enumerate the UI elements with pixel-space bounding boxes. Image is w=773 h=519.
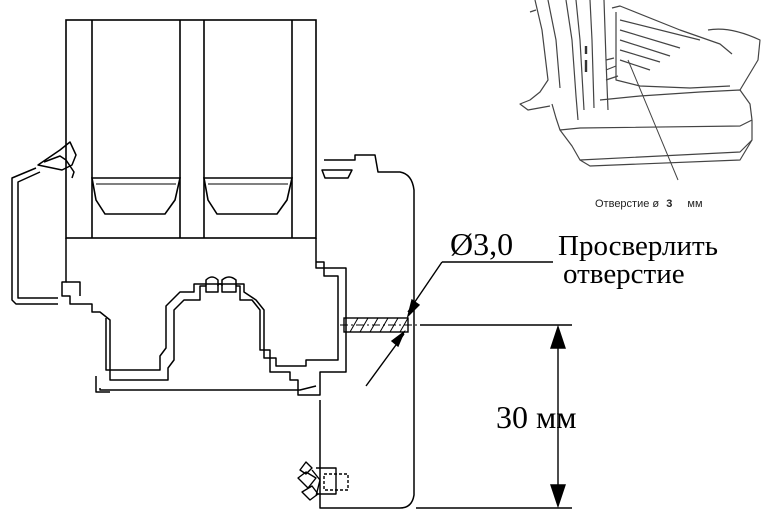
left-clip [11,141,77,305]
inset-illustration [519,0,761,181]
inset-label-value: 3 [666,198,672,210]
bottom-gasket [297,461,349,501]
inset-label-unit: мм [687,198,702,210]
diameter-label: Ø3,0 [450,226,513,262]
drilled-hole [340,317,430,333]
diameter-leader [365,261,553,387]
drill-instruction-line1: Просверлить [558,230,718,262]
inset-label-prefix: Отверстие ø [595,198,659,210]
dimension-30mm [416,324,572,509]
drill-instruction-line2: отверстие [563,258,685,290]
inset-hole-label: Отверстие ø 3 мм [595,198,703,210]
sash-profile-block [65,19,317,239]
frame-profile [61,154,415,509]
distance-label: 30 мм [496,399,577,435]
